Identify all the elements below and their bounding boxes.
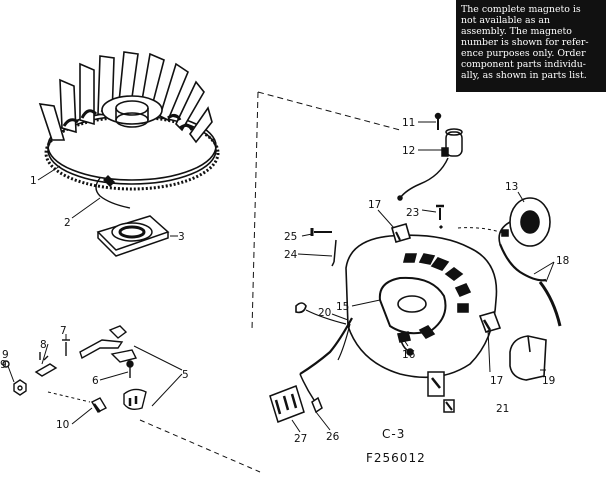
condenser bbox=[397, 112, 463, 201]
screws-and-spring bbox=[310, 204, 444, 267]
section-label: C-3 bbox=[382, 427, 405, 441]
lock-washer bbox=[2, 360, 10, 368]
wire-clip bbox=[91, 397, 107, 413]
callout-13: 13 bbox=[505, 181, 518, 193]
callout-10: 10 bbox=[56, 419, 69, 431]
ignition-coil bbox=[457, 197, 551, 247]
starter-cup bbox=[96, 215, 170, 257]
callout-7: 7 bbox=[60, 325, 67, 337]
callout-17b: 17 bbox=[490, 375, 503, 387]
note-line: The complete magneto is bbox=[461, 4, 581, 15]
callout-25: 25 bbox=[284, 231, 297, 243]
callout-4: 9 bbox=[2, 349, 9, 361]
screw bbox=[62, 339, 70, 356]
condenser-bracket bbox=[34, 352, 58, 377]
callout-11: 11 bbox=[402, 117, 415, 129]
ground-parts bbox=[269, 371, 455, 423]
callout-6: 6 bbox=[92, 375, 99, 387]
callout-12: 12 bbox=[402, 145, 415, 157]
fixed-point bbox=[123, 388, 147, 411]
figure-number: F256012 bbox=[366, 451, 426, 465]
callout-27: 27 bbox=[294, 433, 307, 445]
note-line: ally, as shown in parts list. bbox=[461, 70, 587, 81]
flywheel bbox=[38, 51, 220, 191]
callout-18: 18 bbox=[556, 255, 569, 267]
callout-2: 2 bbox=[64, 217, 71, 229]
callout-23: 23 bbox=[406, 207, 419, 219]
callout-21: 21 bbox=[496, 403, 509, 415]
note-line: not available as an bbox=[461, 15, 551, 26]
note-line: ence purposes only. Order bbox=[461, 48, 586, 59]
callout-26: 26 bbox=[326, 431, 340, 443]
breaker-parts-group bbox=[2, 325, 261, 473]
flywheel-key bbox=[95, 175, 131, 209]
callout-9: 9 bbox=[0, 359, 7, 371]
callout-15: 15 bbox=[336, 301, 349, 313]
note-line: component parts individu- bbox=[461, 59, 586, 70]
pivot-pin bbox=[126, 360, 134, 378]
callout-20: 20 bbox=[318, 307, 331, 319]
spark-plug-lead bbox=[498, 243, 562, 327]
callout-5: 5 bbox=[182, 369, 189, 381]
note-line: number is shown for refer- bbox=[461, 37, 589, 48]
callout-3: 3 bbox=[178, 231, 185, 243]
callout-16: 16 bbox=[402, 349, 416, 361]
callout-24: 24 bbox=[284, 249, 298, 261]
callout-19: 19 bbox=[542, 375, 555, 387]
stator-plate bbox=[251, 91, 502, 379]
callout-labels: 1 2 3 9 8 7 6 5 10 11 12 13 17 23 25 24 … bbox=[0, 117, 569, 445]
assembly-note: The complete magneto is not available as… bbox=[456, 0, 606, 92]
leader-lines bbox=[7, 121, 555, 433]
callout-1: 1 bbox=[30, 175, 37, 187]
breaker-point-arm bbox=[79, 325, 138, 363]
hex-nut bbox=[13, 379, 27, 396]
spark-plug-boot bbox=[509, 335, 547, 381]
note-line: assembly. The magneto bbox=[461, 26, 572, 37]
callout-8: 8 bbox=[40, 339, 47, 351]
callout-17a: 17 bbox=[368, 199, 381, 211]
